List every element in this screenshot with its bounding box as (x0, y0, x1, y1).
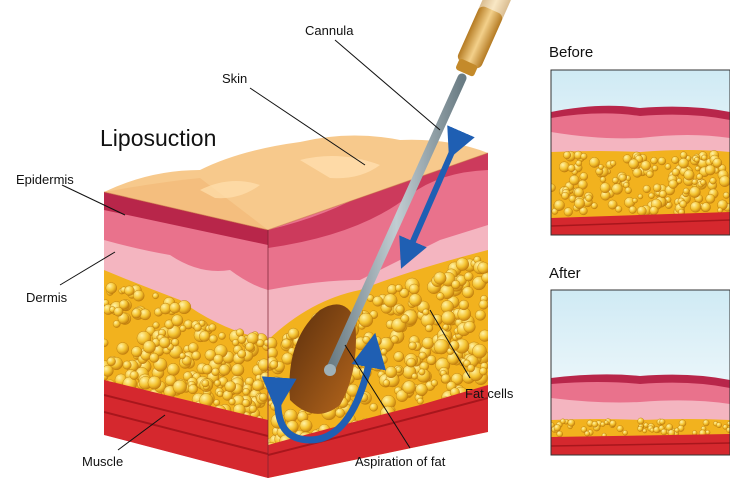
diagram-title: Liposuction (100, 125, 216, 151)
label-epidermis: Epidermis (16, 172, 74, 187)
muscle-layer-side (268, 385, 488, 478)
movement-arrow (399, 125, 475, 269)
after-frame (550, 289, 730, 456)
label-cannula: Cannula (305, 23, 354, 38)
label-dermis: Dermis (26, 290, 68, 305)
aspiration-leader (344, 344, 411, 449)
label-skin: Skin (222, 71, 247, 86)
before-title: Before (549, 44, 593, 61)
skin-leader (249, 87, 366, 166)
before-frame (550, 69, 730, 236)
label-muscle: Muscle (82, 454, 123, 469)
label-aspiration: Aspiration of fat (355, 454, 446, 469)
muscle-leader (117, 414, 166, 451)
after-panel (551, 290, 730, 455)
suction-arrow (261, 332, 386, 444)
dermis-leader (59, 251, 116, 286)
skin-surface (104, 135, 488, 230)
fat-cells-leader (429, 309, 471, 379)
cannula-leader (334, 39, 441, 131)
label-fat-cells: Fat cells (465, 386, 514, 401)
after-title: After (549, 265, 581, 282)
epidermis-layer (104, 192, 268, 245)
before-panel (551, 70, 730, 235)
epidermis-leader (61, 184, 126, 216)
front-face (104, 192, 268, 478)
dermis-layer (104, 240, 268, 340)
